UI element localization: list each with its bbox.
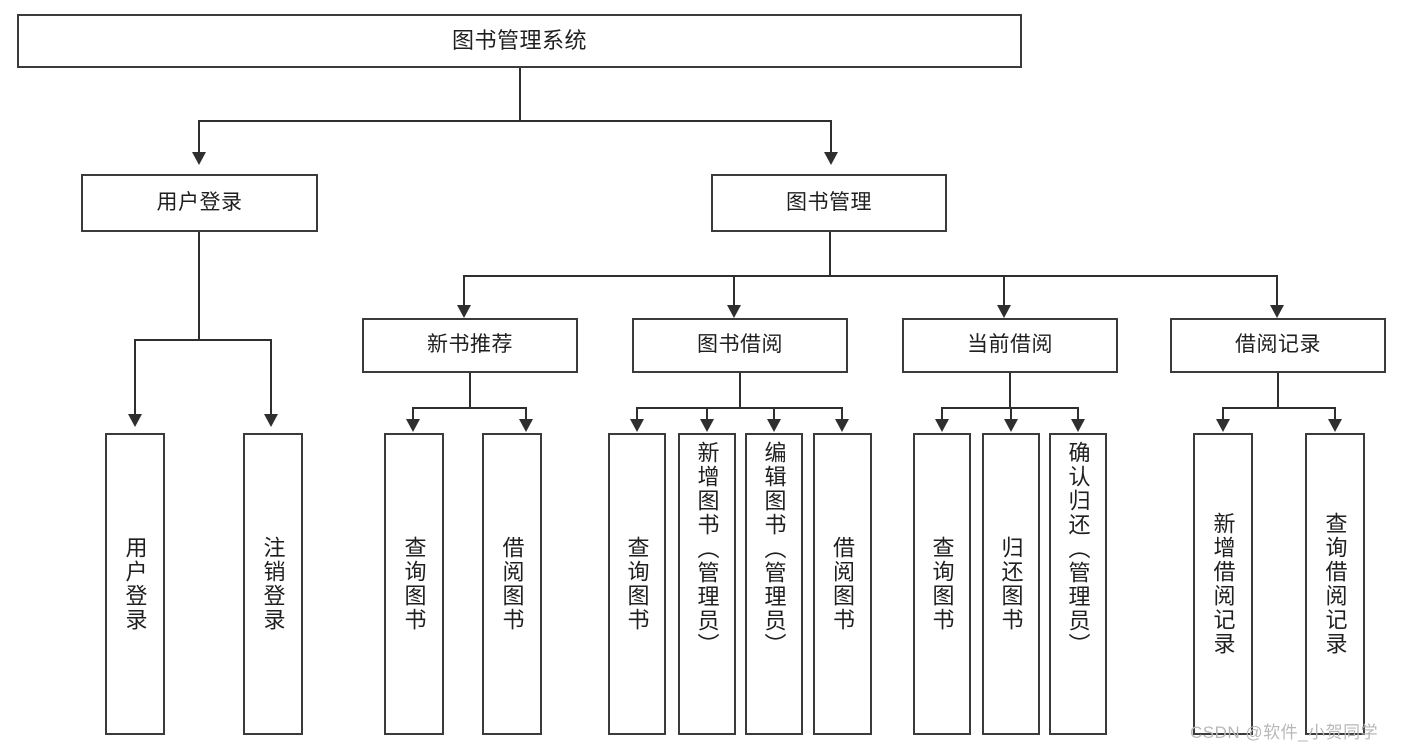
connector-book-manage-drop-2 <box>733 275 735 306</box>
leaf-user-login-signout[interactable]: 注销登录 <box>243 433 303 735</box>
connector-user-login-bar <box>134 339 270 341</box>
node-new-book-recommend[interactable]: 新书推荐 <box>362 318 578 373</box>
arrow-to-book-borrow <box>727 305 741 318</box>
connector-borrow-record-drop-1 <box>1222 407 1224 420</box>
leaf-current-borrow-return[interactable]: 归还图书 <box>982 433 1040 735</box>
node-label: 新书推荐 <box>427 333 513 357</box>
connector-root-to-user-login <box>198 120 200 153</box>
connector-user-login-stem <box>198 232 200 340</box>
node-label: 图书借阅 <box>697 333 783 357</box>
leaf-borrow-record-query[interactable]: 查询借阅记录 <box>1305 433 1365 735</box>
node-label: 借阅记录 <box>1235 333 1321 357</box>
connector-root-bar <box>198 120 832 122</box>
arrow-current-borrow-leaf-3 <box>1071 419 1085 432</box>
node-label: 新增借阅记录 <box>1210 512 1236 656</box>
arrow-to-new-book-recommend <box>457 305 471 318</box>
arrow-borrow-record-leaf-2 <box>1328 419 1342 432</box>
node-label: 查询图书 <box>401 536 427 632</box>
connector-book-borrow-drop-2 <box>706 407 708 420</box>
connector-borrow-record-stem <box>1277 373 1279 408</box>
node-label: 查询借阅记录 <box>1322 512 1348 656</box>
connector-book-manage-bar <box>463 275 1278 277</box>
node-label: 图书管理 <box>786 190 872 214</box>
leaf-new-book-borrow[interactable]: 借阅图书 <box>482 433 542 735</box>
connector-book-manage-drop-4 <box>1276 275 1278 306</box>
connector-new-book-bar <box>412 407 527 409</box>
leaf-book-borrow-edit[interactable]: 编辑图书（管理员） <box>745 433 803 735</box>
connector-current-borrow-drop-2 <box>1010 407 1012 420</box>
node-root-system[interactable]: 图书管理系统 <box>17 14 1022 68</box>
arrow-to-borrow-record <box>1270 305 1284 318</box>
connector-current-borrow-stem <box>1009 373 1011 408</box>
connector-book-borrow-drop-1 <box>636 407 638 420</box>
connector-book-borrow-drop-3 <box>773 407 775 420</box>
connector-new-book-drop-1 <box>412 407 414 420</box>
node-label: 用户登录 <box>122 536 148 632</box>
connector-book-manage-drop-3 <box>1003 275 1005 306</box>
arrow-current-borrow-leaf-1 <box>935 419 949 432</box>
node-label: 用户登录 <box>156 190 243 214</box>
connector-borrow-record-bar <box>1222 407 1336 409</box>
node-label: 借阅图书 <box>830 536 856 632</box>
leaf-book-borrow-query[interactable]: 查询图书 <box>608 433 666 735</box>
connector-root-stem <box>519 68 521 121</box>
node-label: 编辑图书（管理员） <box>761 441 787 657</box>
node-label: 图书管理系统 <box>451 28 587 54</box>
connector-user-login-drop-2 <box>270 339 272 415</box>
connector-user-login-drop-1 <box>134 339 136 415</box>
leaf-borrow-record-add[interactable]: 新增借阅记录 <box>1193 433 1253 735</box>
node-label: 注销登录 <box>260 536 286 632</box>
leaf-new-book-query[interactable]: 查询图书 <box>384 433 444 735</box>
node-label: 归还图书 <box>998 536 1024 632</box>
connector-book-borrow-drop-4 <box>841 407 843 420</box>
connector-book-borrow-bar <box>636 407 843 409</box>
node-label: 新增图书（管理员） <box>694 441 720 657</box>
arrow-new-book-leaf-1 <box>406 419 420 432</box>
arrow-new-book-leaf-2 <box>519 419 533 432</box>
connector-book-borrow-stem <box>739 373 741 408</box>
node-label: 查询图书 <box>929 536 955 632</box>
arrow-book-borrow-leaf-3 <box>767 419 781 432</box>
connector-book-manage-drop-1 <box>463 275 465 306</box>
arrow-borrow-record-leaf-1 <box>1216 419 1230 432</box>
leaf-user-login-signin[interactable]: 用户登录 <box>105 433 165 735</box>
arrow-user-login-leaf-1 <box>128 414 142 427</box>
connector-current-borrow-drop-3 <box>1077 407 1079 420</box>
node-borrow-record[interactable]: 借阅记录 <box>1170 318 1386 373</box>
arrow-book-borrow-leaf-4 <box>835 419 849 432</box>
connector-new-book-drop-2 <box>525 407 527 420</box>
node-label: 确认归还（管理员） <box>1065 441 1091 657</box>
node-label: 借阅图书 <box>499 536 525 632</box>
node-label: 查询图书 <box>624 536 650 632</box>
leaf-current-borrow-confirm[interactable]: 确认归还（管理员） <box>1049 433 1107 735</box>
connector-borrow-record-drop-2 <box>1334 407 1336 420</box>
leaf-book-borrow-add[interactable]: 新增图书（管理员） <box>678 433 736 735</box>
connector-new-book-stem <box>469 373 471 408</box>
arrow-book-borrow-leaf-2 <box>700 419 714 432</box>
node-book-borrow[interactable]: 图书借阅 <box>632 318 848 373</box>
leaf-book-borrow-lend[interactable]: 借阅图书 <box>813 433 872 735</box>
node-label: 当前借阅 <box>967 333 1053 357</box>
connector-root-to-book-manage <box>830 120 832 153</box>
node-user-login[interactable]: 用户登录 <box>81 174 318 232</box>
arrow-to-current-borrow <box>997 305 1011 318</box>
arrow-book-borrow-leaf-1 <box>630 419 644 432</box>
arrow-root-to-user-login <box>192 152 206 165</box>
node-book-management[interactable]: 图书管理 <box>711 174 947 232</box>
arrow-user-login-leaf-2 <box>264 414 278 427</box>
connector-current-borrow-drop-1 <box>941 407 943 420</box>
arrow-current-borrow-leaf-2 <box>1004 419 1018 432</box>
leaf-current-borrow-query[interactable]: 查询图书 <box>913 433 971 735</box>
connector-book-manage-stem <box>829 232 831 276</box>
arrow-root-to-book-manage <box>824 152 838 165</box>
node-current-borrow[interactable]: 当前借阅 <box>902 318 1118 373</box>
